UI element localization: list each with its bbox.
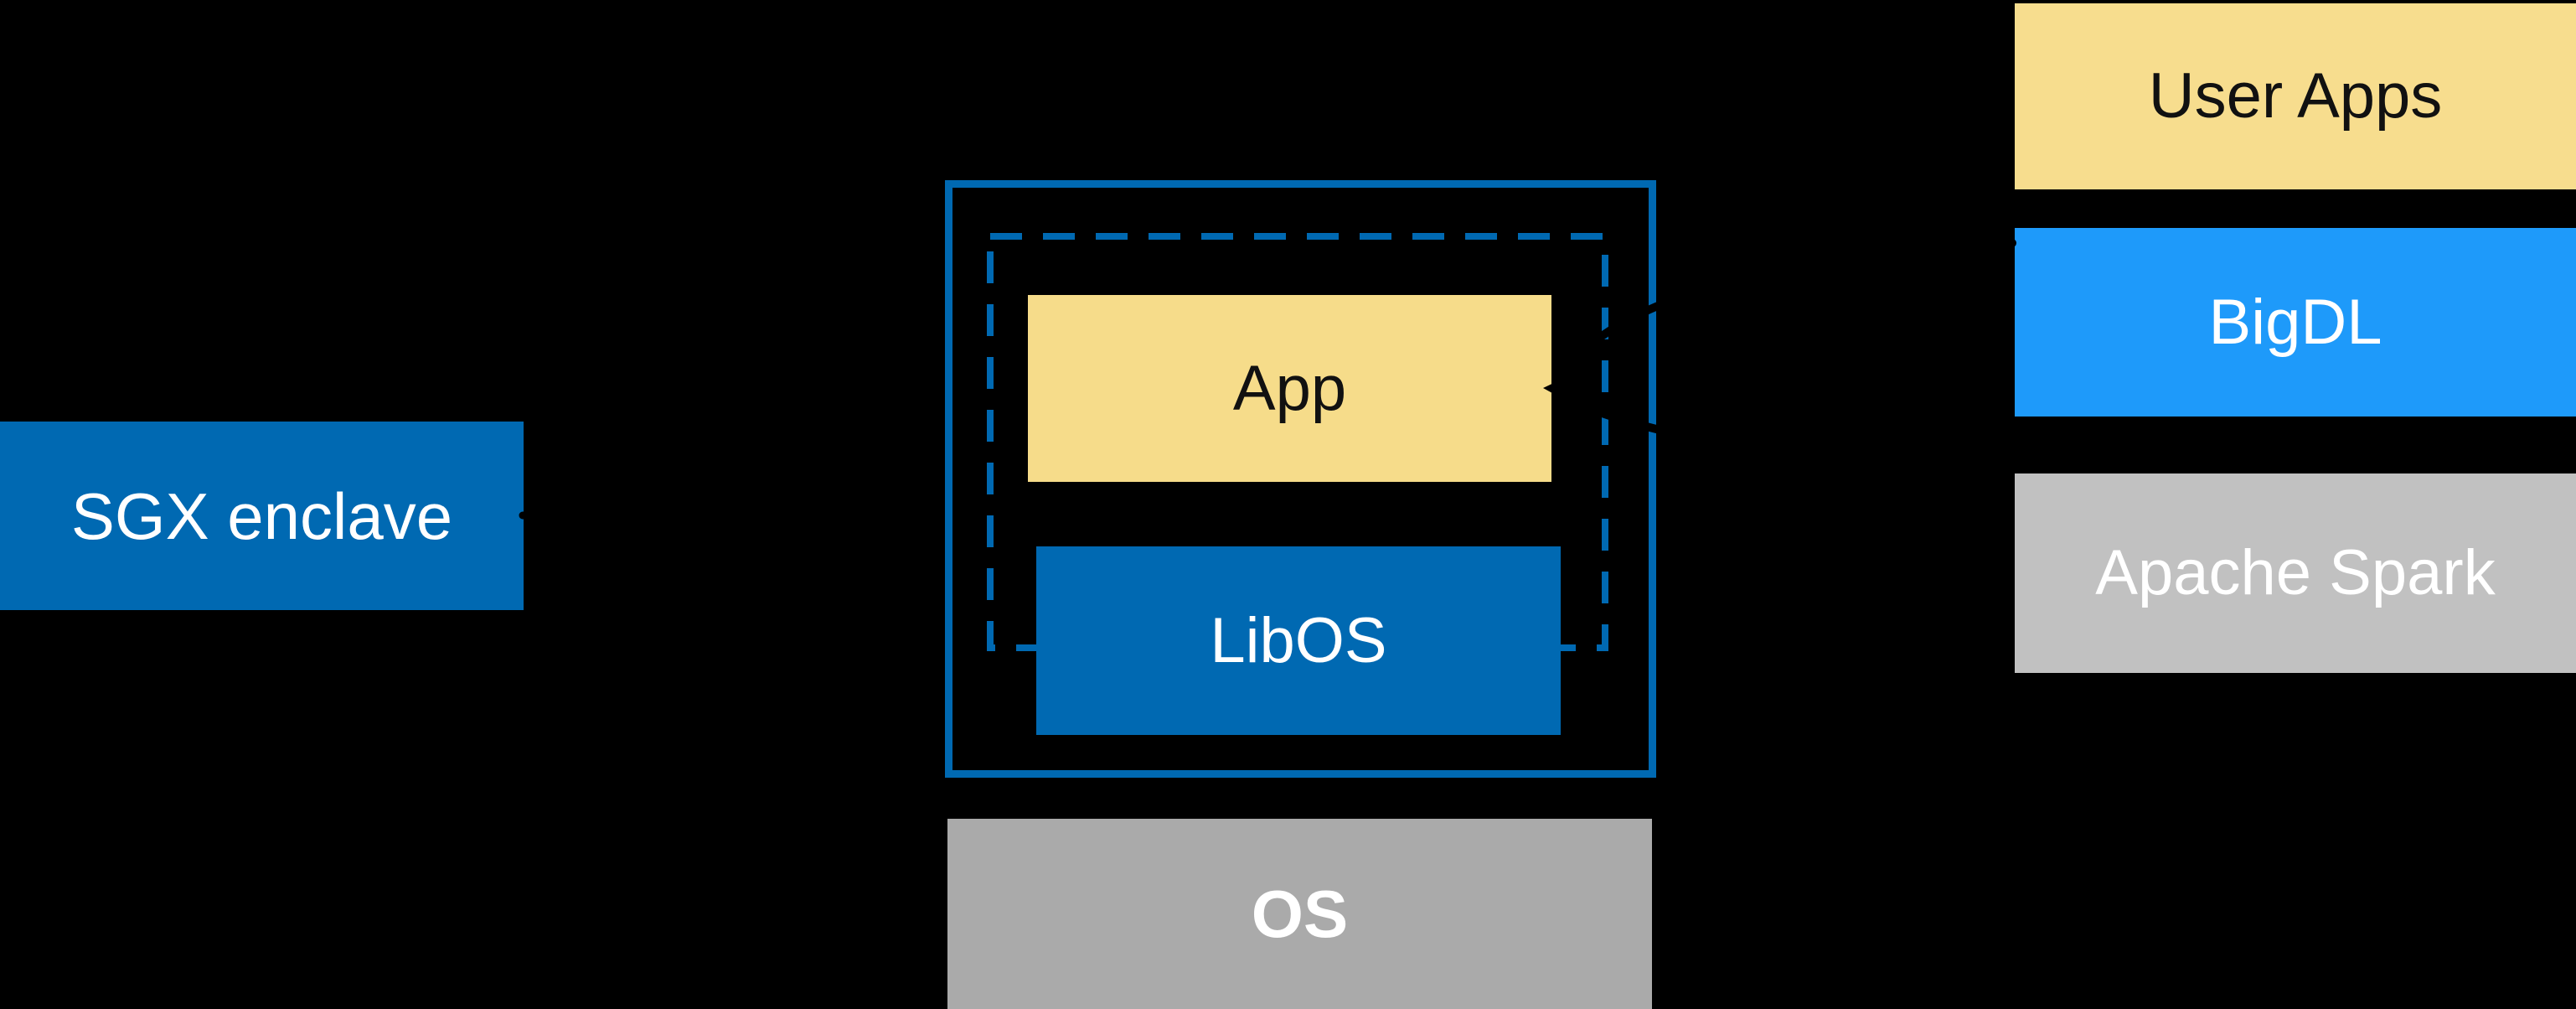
- bigdl-to-app-arrow-lower: [1552, 390, 2016, 469]
- apache-spark-label: Apache Spark: [2095, 537, 2496, 608]
- sgx-enclave-label: SGX enclave: [70, 479, 453, 553]
- apache-spark-box: Apache Spark: [2015, 473, 2576, 673]
- libos-box: LibOS: [1036, 546, 1561, 735]
- os-box: OS: [947, 819, 1652, 1009]
- libos-label: LibOS: [1210, 604, 1387, 676]
- app-box: App: [1028, 295, 1551, 482]
- user-apps-box: User Apps: [2015, 3, 2576, 189]
- sgx-pointer-line: [519, 499, 942, 520]
- user-apps-label: User Apps: [2148, 60, 2443, 132]
- bigdl-label: BigDL: [2208, 286, 2382, 358]
- app-label: App: [1232, 352, 1347, 424]
- sgx-enclave-box: SGX enclave: [0, 422, 524, 610]
- bigdl-to-app-arrow-upper: [1552, 239, 2016, 386]
- os-label: OS: [1251, 876, 1349, 951]
- bigdl-box: BigDL: [2015, 228, 2576, 417]
